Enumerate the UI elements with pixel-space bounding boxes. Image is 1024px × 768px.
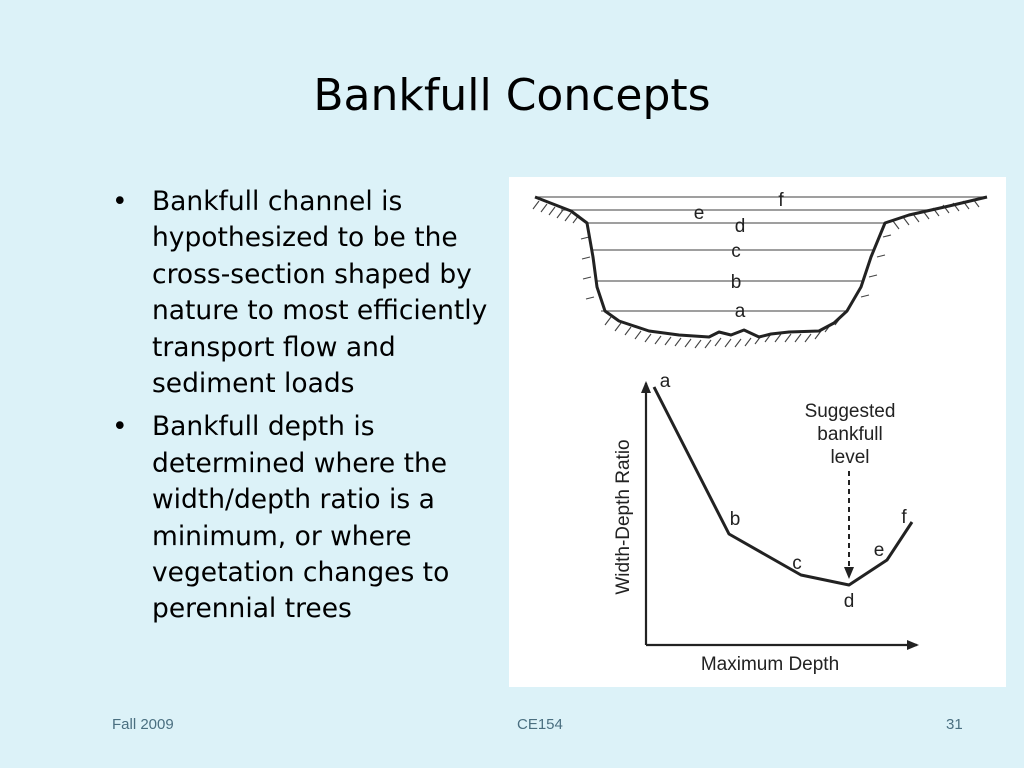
curve-label-f: f xyxy=(901,507,907,528)
ratio-plot: a b c d e f Suggested bankfull level Wid… xyxy=(613,371,919,675)
bullet-icon: • xyxy=(112,186,128,217)
slide-title: Bankfull Concepts xyxy=(313,70,711,121)
level-label-a: a xyxy=(735,301,746,322)
bullet-item: • Bankfull depth is determined where the… xyxy=(112,409,512,627)
annotation-line-3: level xyxy=(830,447,869,468)
channel-cross-section: e f d c b a xyxy=(532,190,988,349)
ratio-curve xyxy=(652,386,914,587)
level-label-b: b xyxy=(731,272,742,293)
bankfull-figure: e f d c b a a b c d e f Suggested bankfu… xyxy=(509,177,1006,687)
footer-page-number: 31 xyxy=(946,716,963,733)
curve-label-a: a xyxy=(660,371,671,392)
level-label-d: d xyxy=(735,216,746,237)
bullet-text: Bankfull depth is determined where the w… xyxy=(152,411,450,625)
footer-date: Fall 2009 xyxy=(112,716,174,733)
bullet-list: • Bankfull channel is hypothesized to be… xyxy=(112,184,512,635)
bullet-text: Bankfull channel is hypothesized to be t… xyxy=(152,186,488,400)
bankfull-diagram: e f d c b a a b c d e f Suggested bankfu… xyxy=(532,190,988,675)
level-label-e: e xyxy=(694,203,705,224)
bullet-item: • Bankfull channel is hypothesized to be… xyxy=(112,184,512,402)
annotation-line-2: bankfull xyxy=(817,424,883,445)
footer-course: CE154 xyxy=(517,716,563,733)
channel-profile xyxy=(534,195,988,339)
bullet-icon: • xyxy=(112,411,128,443)
level-label-c: c xyxy=(731,241,741,262)
curve-label-d: d xyxy=(844,591,855,612)
y-axis-label: Width-Depth Ratio xyxy=(613,439,634,594)
curve-label-e: e xyxy=(874,540,885,561)
level-label-f: f xyxy=(778,190,784,211)
x-axis-label: Maximum Depth xyxy=(701,654,839,675)
annotation-line-1: Suggested xyxy=(805,401,896,422)
curve-label-b: b xyxy=(730,509,741,530)
ground-hatching xyxy=(532,198,980,349)
curve-label-c: c xyxy=(792,553,802,574)
